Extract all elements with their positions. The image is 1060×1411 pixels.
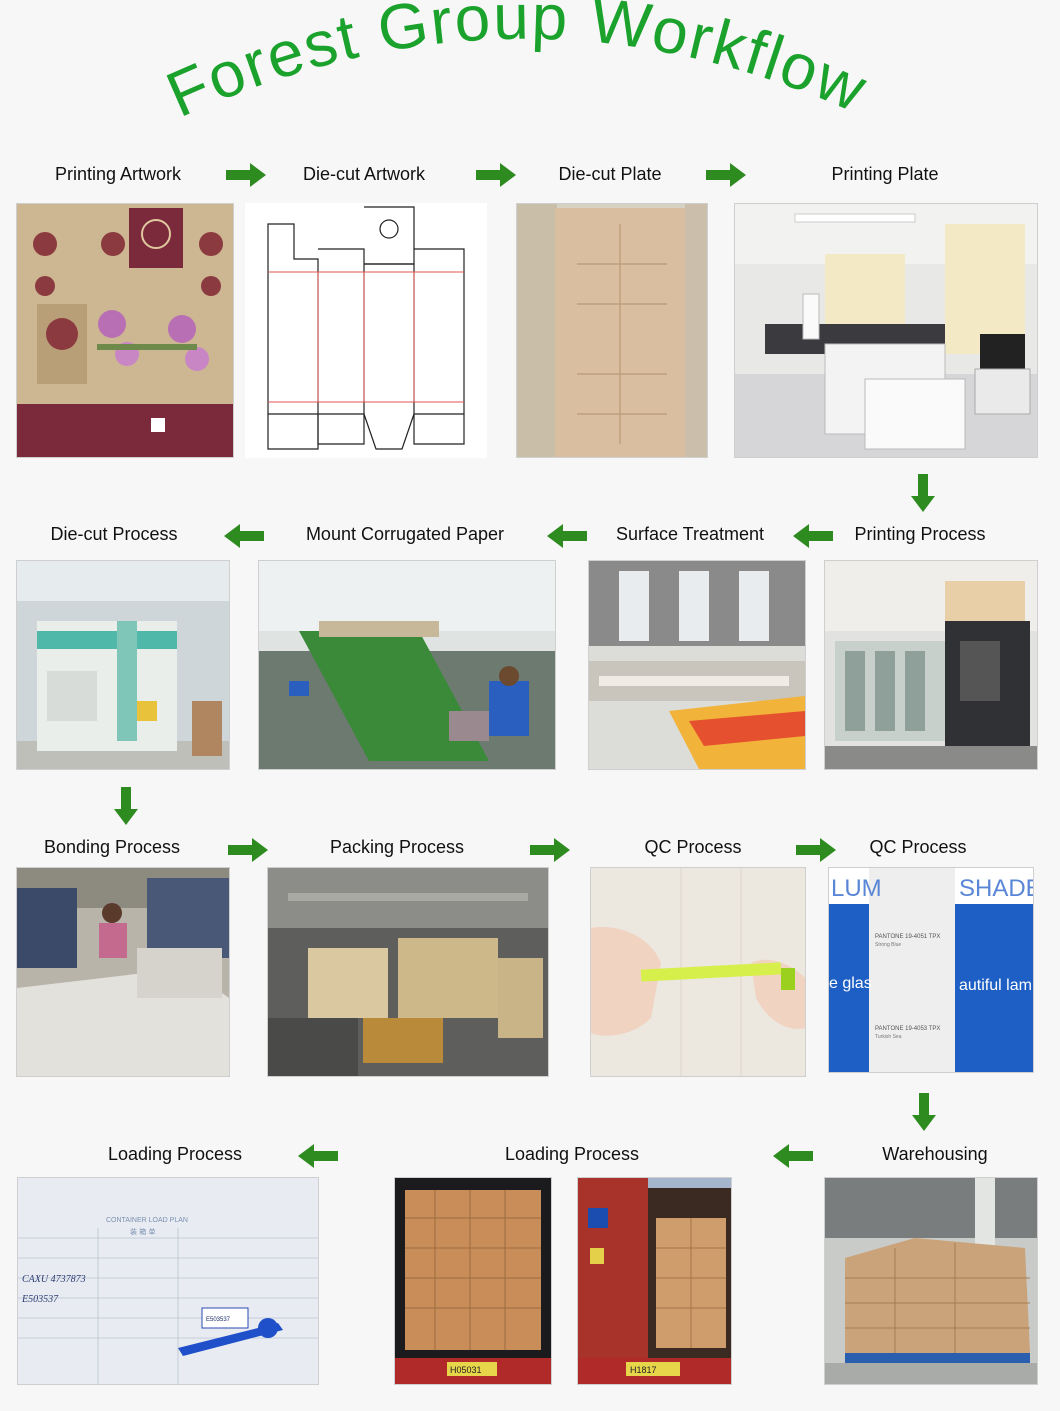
step-label-die-cut-process: Die-cut Process bbox=[50, 524, 178, 544]
step-label-loading-process-1: Loading Process bbox=[107, 1144, 243, 1164]
arrow-right-icon bbox=[706, 163, 746, 187]
printing-plate-image bbox=[734, 203, 1038, 458]
arrow-right-icon bbox=[530, 838, 570, 862]
plate-left: H05031 bbox=[450, 1365, 482, 1375]
arrow-left-icon bbox=[298, 1144, 338, 1168]
arrow-down-icon bbox=[912, 1093, 936, 1131]
loading-container-1-image: H05031 bbox=[394, 1177, 552, 1385]
title-text: Forest Group Workflow bbox=[156, 0, 876, 131]
step-label-printing-plate: Printing Plate bbox=[831, 164, 939, 184]
handwrite-container: CAXU 4737873 bbox=[22, 1274, 86, 1285]
pantone-code-1: PANTONE 19-4051 TPX bbox=[875, 934, 940, 940]
loading-container-2-image: H1817 bbox=[577, 1177, 732, 1385]
arrow-right-icon bbox=[796, 838, 836, 862]
warehousing-image bbox=[824, 1177, 1038, 1385]
arrow-right-icon bbox=[226, 163, 266, 187]
load-plan-cn-title: 装 箱 单 bbox=[130, 1227, 155, 1236]
step-label-printing-artwork: Printing Artwork bbox=[54, 164, 182, 184]
die-cut-process-image bbox=[16, 560, 230, 770]
arrow-left-icon bbox=[547, 524, 587, 548]
step-label-die-cut-artwork: Die-cut Artwork bbox=[302, 164, 426, 184]
step-label-printing-process: Printing Process bbox=[854, 524, 986, 544]
arrow-down-icon bbox=[911, 474, 935, 512]
seal-number: E503537 bbox=[206, 1317, 231, 1323]
arrow-right-icon bbox=[476, 163, 516, 187]
step-label-loading-process-2: Loading Process bbox=[504, 1144, 640, 1164]
printing-artwork-image bbox=[16, 203, 234, 458]
packing-process-image bbox=[267, 867, 549, 1077]
pantone-glas-text: e glas bbox=[829, 975, 872, 992]
pantone-shade-text: SHADE bbox=[959, 875, 1033, 902]
arrow-left-icon bbox=[773, 1144, 813, 1168]
pantone-name-1: Strong Blue bbox=[875, 942, 901, 948]
loading-plan-document-image: CONTAINER LOAD PLAN 装 箱 单 CAXU 4737873 E… bbox=[17, 1177, 319, 1385]
qc-process-pantone-image: LUM SHADE PANTONE 19-4051 TPX Strong Blu… bbox=[828, 867, 1034, 1073]
arrow-left-icon bbox=[793, 524, 833, 548]
pantone-name-2: Turkish Sea bbox=[875, 1034, 902, 1040]
pantone-lam-text: autiful lam bbox=[959, 977, 1032, 994]
handwrite-seal: E503537 bbox=[21, 1294, 59, 1305]
pantone-lum-text: LUM bbox=[831, 875, 882, 902]
arrow-down-icon bbox=[114, 787, 138, 825]
step-label-packing-process: Packing Process bbox=[329, 837, 465, 857]
workflow-title: Forest Group Workflow bbox=[0, 0, 1060, 150]
die-cut-plate-image bbox=[516, 203, 708, 458]
printing-process-image bbox=[824, 560, 1038, 770]
bonding-process-image bbox=[16, 867, 230, 1077]
pantone-code-2: PANTONE 19-4053 TPX bbox=[875, 1026, 940, 1032]
plate-right: H1817 bbox=[630, 1365, 657, 1375]
qc-process-measure-image bbox=[590, 867, 806, 1077]
surface-treatment-image bbox=[588, 560, 806, 770]
step-label-die-cut-plate: Die-cut Plate bbox=[558, 164, 662, 184]
step-label-qc-process-2: QC Process bbox=[869, 837, 967, 857]
step-label-bonding-process: Bonding Process bbox=[43, 837, 181, 857]
die-cut-artwork-image bbox=[245, 203, 487, 458]
mount-corrugated-paper-image bbox=[258, 560, 556, 770]
svg-text:Forest Group Workflow: Forest Group Workflow bbox=[156, 0, 878, 131]
step-label-mount-corrugated-paper: Mount Corrugated Paper bbox=[305, 524, 505, 544]
step-label-warehousing: Warehousing bbox=[882, 1144, 988, 1164]
arrow-left-icon bbox=[224, 524, 264, 548]
step-label-qc-process-1: QC Process bbox=[644, 837, 742, 857]
step-label-surface-treatment: Surface Treatment bbox=[615, 524, 765, 544]
arrow-right-icon bbox=[228, 838, 268, 862]
load-plan-title: CONTAINER LOAD PLAN bbox=[106, 1217, 188, 1224]
